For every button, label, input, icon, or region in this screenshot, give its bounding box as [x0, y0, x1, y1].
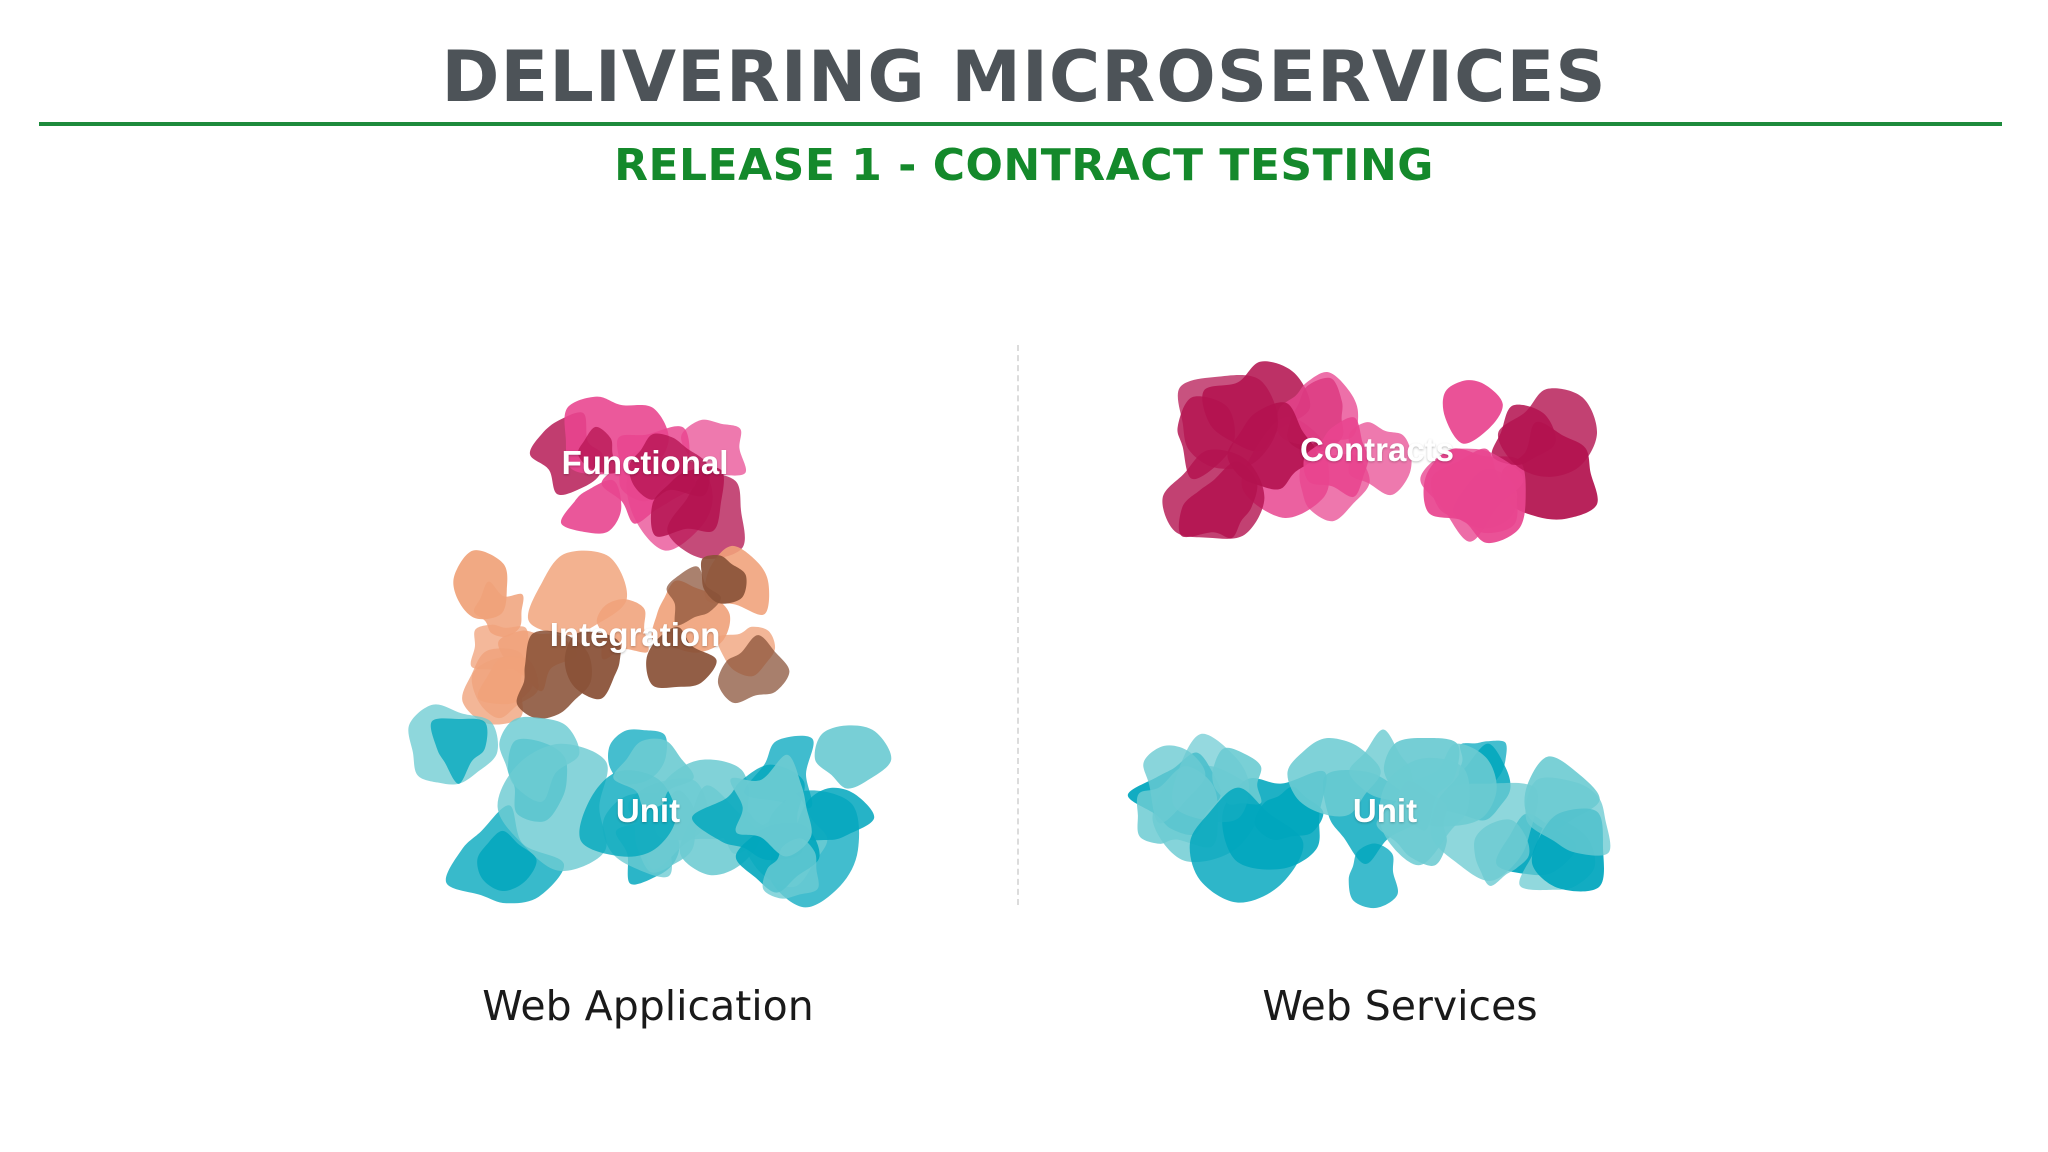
functional-blob: Functional — [529, 380, 750, 559]
blob-shape — [730, 754, 812, 857]
unit-label-web-application: Unit — [615, 792, 681, 829]
unit-blob-web-application-shapes — [408, 704, 892, 908]
blob-shape — [1442, 380, 1503, 444]
blob-shape — [650, 467, 724, 537]
blob-shape — [613, 738, 694, 808]
blob-shape — [1177, 396, 1235, 480]
column-divider — [1017, 345, 1019, 905]
integration-label: Integration — [549, 616, 721, 653]
unit-blob-web-services-shapes — [1127, 729, 1611, 909]
blob-shape — [1525, 777, 1611, 856]
web-services-caption: Web Services — [1262, 982, 1538, 1030]
blob-shape — [1420, 448, 1524, 542]
blob-shape — [814, 725, 892, 789]
blob-shape — [453, 550, 508, 620]
blob-shape — [560, 479, 622, 534]
blob-shape — [1497, 388, 1598, 477]
blob-shape — [762, 838, 819, 899]
integration-blob-shapes — [453, 545, 790, 725]
functional-blob-shapes — [529, 396, 747, 559]
blob-shape — [717, 635, 790, 704]
contracts-blob: Contracts — [1162, 360, 1598, 544]
blob-shape — [1303, 417, 1369, 498]
contracts-blob-shapes — [1162, 361, 1598, 544]
page-subtitle: RELEASE 1 - CONTRACT TESTING — [614, 140, 1434, 191]
blob-shape — [796, 787, 875, 841]
blob-shape — [1178, 461, 1258, 539]
blob-shape — [477, 830, 537, 892]
blob-shape — [1379, 757, 1470, 866]
blob-shape — [1189, 787, 1304, 903]
functional-label: Functional — [561, 443, 729, 481]
blob-shape — [666, 566, 721, 626]
blob-shape — [516, 630, 592, 719]
title-divider-rule — [39, 122, 2002, 126]
contracts-label: Contracts — [1299, 431, 1455, 468]
unit-label-web-services: Unit — [1352, 792, 1418, 829]
blob-shape — [430, 718, 488, 784]
unit-blob-web-services: Unit — [1127, 720, 1635, 909]
web-application-caption: Web Application — [482, 982, 814, 1030]
integration-blob: Integration — [453, 545, 815, 725]
blob-shape — [1287, 737, 1381, 817]
blob-shape — [646, 626, 717, 689]
page-title: DELIVERING MICROSERVICES — [441, 36, 1607, 118]
blob-shape — [577, 426, 617, 474]
blob-shape — [477, 656, 534, 705]
blob-shape — [499, 716, 580, 802]
unit-blob-web-application: Unit — [398, 704, 898, 908]
